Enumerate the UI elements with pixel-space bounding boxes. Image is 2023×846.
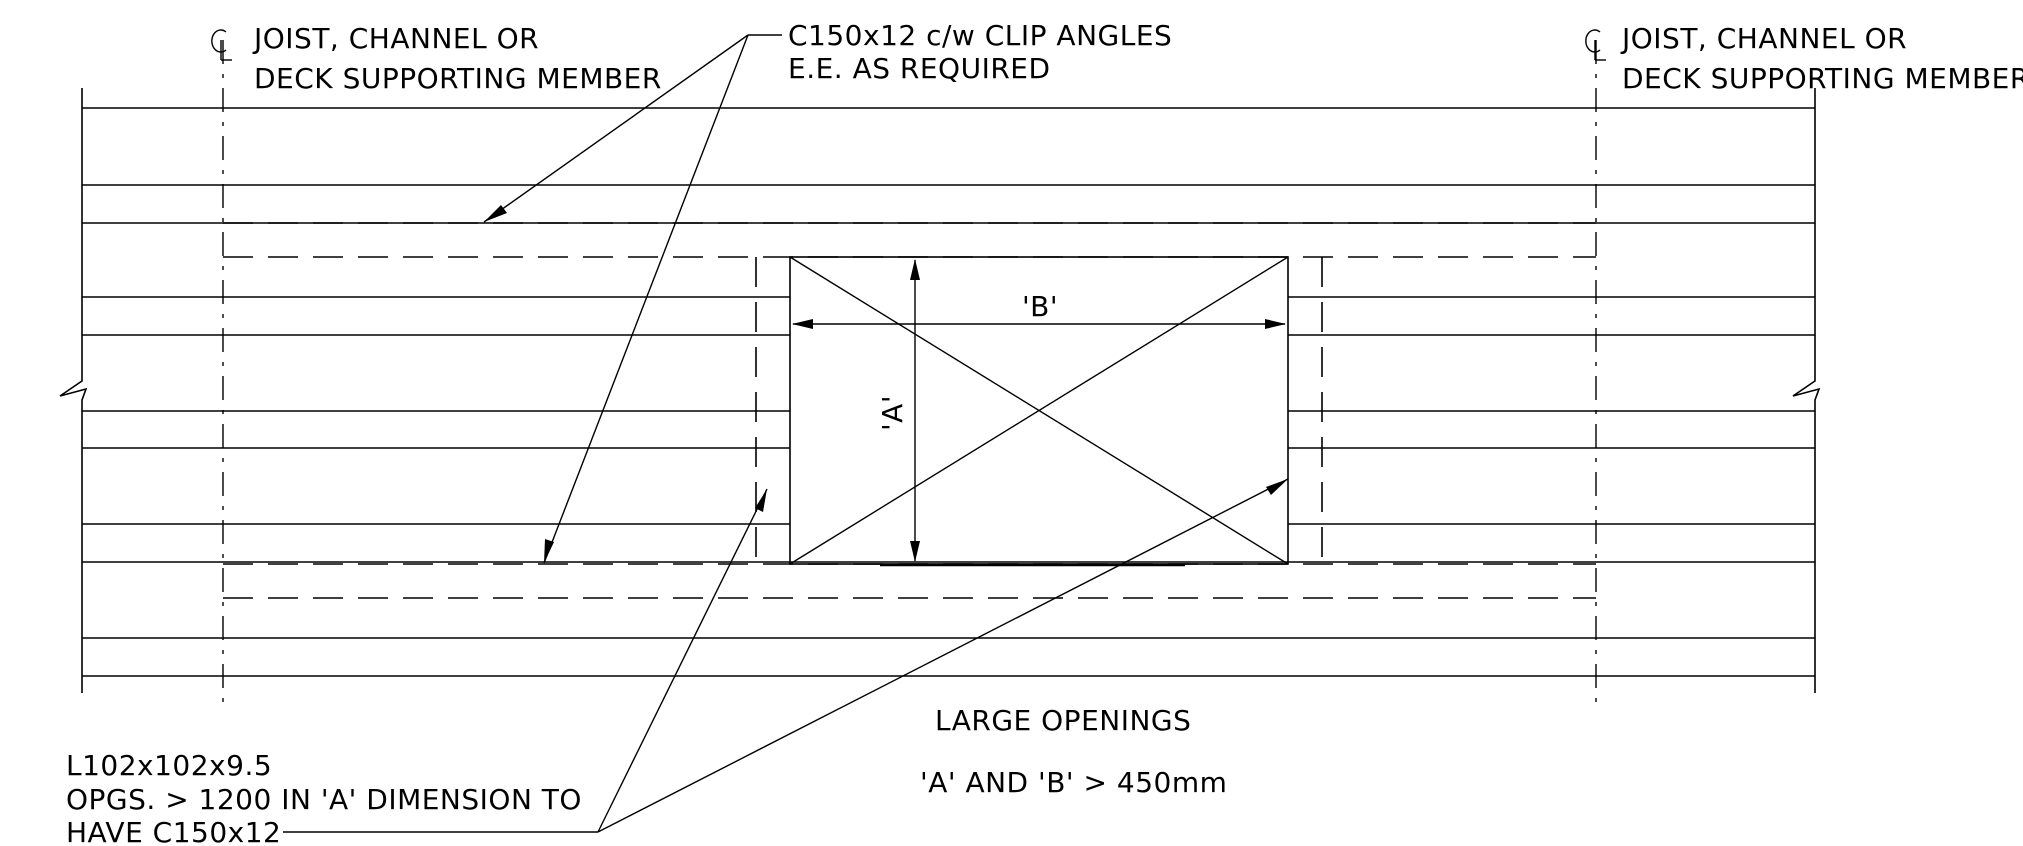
right-cl-note-line1: JOIST, CHANNEL OR bbox=[1620, 22, 1907, 55]
channel-note-line2: E.E. AS REQUIRED bbox=[788, 52, 1051, 85]
left-cl-note-line2: DECK SUPPORTING MEMBER bbox=[254, 62, 662, 95]
angle-note-line1: L102x102x9.5 bbox=[66, 749, 272, 782]
channel-note-line1: C150x12 c/w CLIP ANGLES bbox=[788, 19, 1172, 52]
right-cl-note-line2: DECK SUPPORTING MEMBER bbox=[1622, 62, 2023, 95]
left-centerline-symbol bbox=[211, 29, 232, 61]
angle-note-line2: OPGS. > 1200 IN 'A' DIMENSION TO bbox=[66, 783, 582, 816]
dimension-b-label: 'B' bbox=[1022, 290, 1058, 323]
opening-cross-2 bbox=[789, 256, 1289, 565]
angle-leader bbox=[283, 478, 1289, 833]
detail-title: LARGE OPENINGS bbox=[935, 704, 1191, 737]
deck-lines bbox=[82, 107, 1815, 677]
angle-note-line3: HAVE C150x12 bbox=[66, 816, 281, 846]
right-break-line bbox=[1792, 88, 1821, 693]
left-cl-note-line1: JOIST, CHANNEL OR bbox=[252, 22, 539, 55]
dimension-a-label: 'A' bbox=[876, 395, 909, 431]
detail-subtitle: 'A' AND 'B' > 450mm bbox=[920, 766, 1227, 799]
right-centerline-symbol bbox=[1585, 29, 1606, 61]
left-break-line bbox=[59, 88, 88, 693]
channel-leader bbox=[483, 34, 782, 564]
